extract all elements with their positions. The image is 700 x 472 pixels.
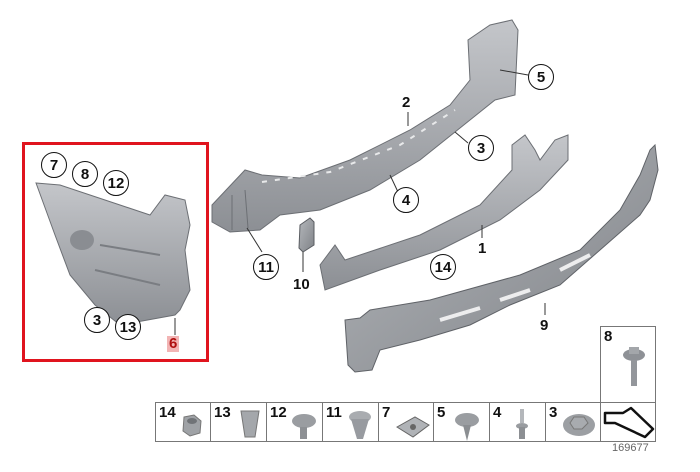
leader-lines	[174, 69, 546, 335]
callout-7[interactable]: 7	[41, 152, 67, 178]
part-10-plate	[298, 217, 315, 253]
callout-13[interactable]: 13	[115, 314, 141, 340]
expanding-nut-icon	[240, 410, 260, 438]
callout-5[interactable]: 5	[528, 64, 554, 90]
hardware-cell-14[interactable]: 14	[155, 402, 211, 442]
callout-3-bracket[interactable]: 3	[84, 307, 110, 333]
arrow-icon	[603, 406, 655, 439]
hardware-cell-8[interactable]: 8	[600, 326, 656, 403]
part-label-2[interactable]: 2	[402, 94, 411, 111]
collar-screw-icon	[292, 414, 316, 439]
hardware-cell-5[interactable]: 5	[433, 402, 490, 442]
part-9-impact-absorber	[344, 143, 659, 373]
part-label-10[interactable]: 10	[293, 276, 310, 293]
part-label-9[interactable]: 9	[540, 317, 549, 334]
callout-8[interactable]: 8	[72, 161, 98, 187]
callout-14[interactable]: 14	[430, 254, 456, 280]
hex-bolt-icon	[623, 347, 645, 386]
callout-11[interactable]: 11	[253, 254, 279, 280]
part-6-side-bracket	[35, 182, 191, 326]
hardware-cell-11[interactable]: 11	[322, 402, 379, 442]
tapping-screw-icon	[455, 413, 479, 441]
part-label-1[interactable]: 1	[478, 240, 487, 257]
reference-number: 169677	[612, 442, 649, 454]
screw-washer-icon	[516, 409, 528, 439]
hardware-cell-13[interactable]: 13	[210, 402, 267, 442]
hardware-cell-3[interactable]: 3	[545, 402, 601, 442]
part-1-bumper-carrier	[319, 134, 569, 291]
hardware-cell-7[interactable]: 7	[378, 402, 434, 442]
hardware-cell-12[interactable]: 12	[266, 402, 323, 442]
callout-4[interactable]: 4	[393, 187, 419, 213]
nav-arrow-cell[interactable]	[600, 402, 656, 442]
part-2-upper-carrier	[211, 19, 519, 233]
callout-3[interactable]: 3	[468, 135, 494, 161]
part-label-6[interactable]: 6	[167, 335, 180, 352]
hex-nut-icon	[182, 414, 202, 437]
clip-nut-icon	[396, 416, 430, 438]
plastic-rivet-icon	[349, 411, 371, 439]
hardware-cell-4[interactable]: 4	[489, 402, 546, 442]
flange-nut-icon	[563, 414, 595, 436]
highlighted-assembly-box[interactable]	[22, 142, 209, 362]
callout-12[interactable]: 12	[103, 170, 129, 196]
